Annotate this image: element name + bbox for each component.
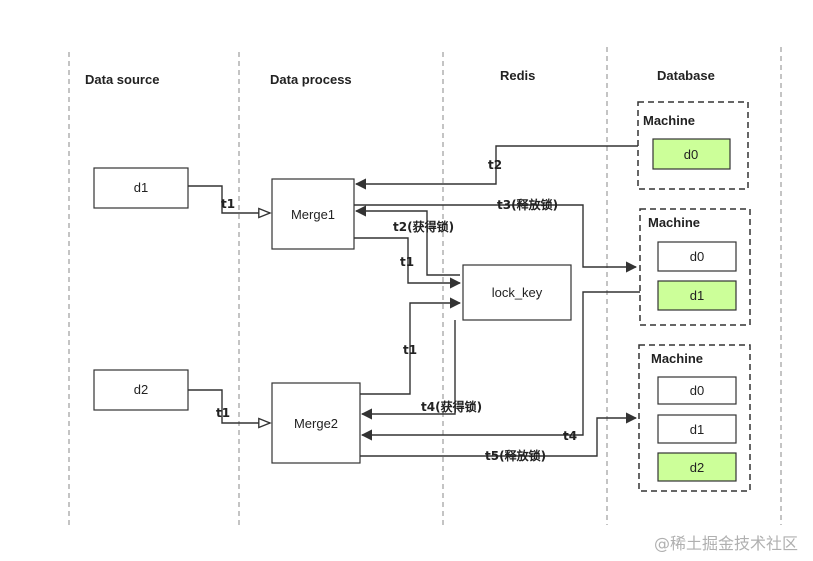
machine-3-item-d1 [657, 414, 737, 444]
machine-3-item-d2 [657, 452, 737, 482]
edge-label-t4: t4 [563, 429, 577, 443]
edge-lockkey-merge1 [354, 205, 460, 276]
edge-label-m2-t1: t1 [403, 343, 417, 357]
node-merge1-label: Merge1 [291, 207, 335, 222]
edge-machine1-merge1 [354, 145, 638, 190]
edge-label-t4-lock: t4(获得锁) [421, 399, 482, 414]
edge-label-t3-release: t3(释放锁) [497, 197, 558, 212]
machine-3-item-d0 [657, 376, 737, 405]
machine-1-title: Machine [643, 113, 695, 128]
edge-merge2-machine3 [360, 412, 638, 457]
edge-d1-merge1 [188, 185, 270, 213]
edge-label-t5-release: t5(释放锁) [485, 448, 546, 463]
machine-2-item-d0 [657, 241, 737, 272]
edge-lockkey-merge2 [360, 320, 456, 420]
edge-merge1-lockkey [354, 237, 462, 289]
machine-2: Machine d0 d1 [639, 208, 751, 326]
node-d2: d2 [93, 369, 189, 411]
edge-label-d1-t1: t1 [221, 197, 235, 211]
edge-merge2-lockkey [360, 297, 462, 395]
column-dividers [68, 47, 782, 525]
column-header-redis: Redis [500, 68, 535, 83]
node-d2-label: d2 [134, 382, 148, 397]
edge-label-d2-t1: t1 [216, 406, 230, 420]
edge-label-m1-t1: t1 [400, 255, 414, 269]
edge-d2-merge2 [188, 389, 270, 423]
node-merge2: Merge2 [271, 382, 361, 464]
machine-3-item-d1-label: d1 [690, 422, 704, 437]
node-d1: d1 [93, 167, 189, 209]
machine-2-item-d0-label: d0 [690, 249, 704, 264]
edge-label-t2-lock: t2(获得锁) [393, 219, 454, 234]
column-header-database: Database [657, 68, 715, 83]
machine-2-item-d1 [657, 280, 737, 311]
machine-3-item-d0-label: d0 [690, 383, 704, 398]
column-header-data-source: Data source [85, 72, 159, 87]
node-lock-key: lock_key [462, 264, 572, 321]
machine-2-title: Machine [648, 215, 700, 230]
watermark-text: @稀土掘金技术社区 [654, 534, 798, 553]
column-header-data-process: Data process [270, 72, 352, 87]
edge-merge1-machine2 [354, 204, 638, 273]
machine-1-item-d0-label: d0 [684, 147, 698, 162]
node-merge2-label: Merge2 [294, 416, 338, 431]
machine-3-item-d2-label: d2 [690, 460, 704, 475]
machine-1: Machine d0 [637, 101, 749, 190]
node-d1-label: d1 [134, 180, 148, 195]
machine-3-title: Machine [651, 351, 703, 366]
edge-machine2-merge2 [360, 291, 640, 441]
edge-label-t2: t2 [488, 158, 502, 172]
machine-2-item-d1-label: d1 [690, 288, 704, 303]
machine-3: Machine d0 d1 d2 [638, 344, 751, 492]
node-merge1: Merge1 [271, 178, 355, 250]
node-lock-key-label: lock_key [492, 285, 543, 300]
edges [188, 145, 640, 457]
machine-1-item-d0 [652, 138, 731, 170]
